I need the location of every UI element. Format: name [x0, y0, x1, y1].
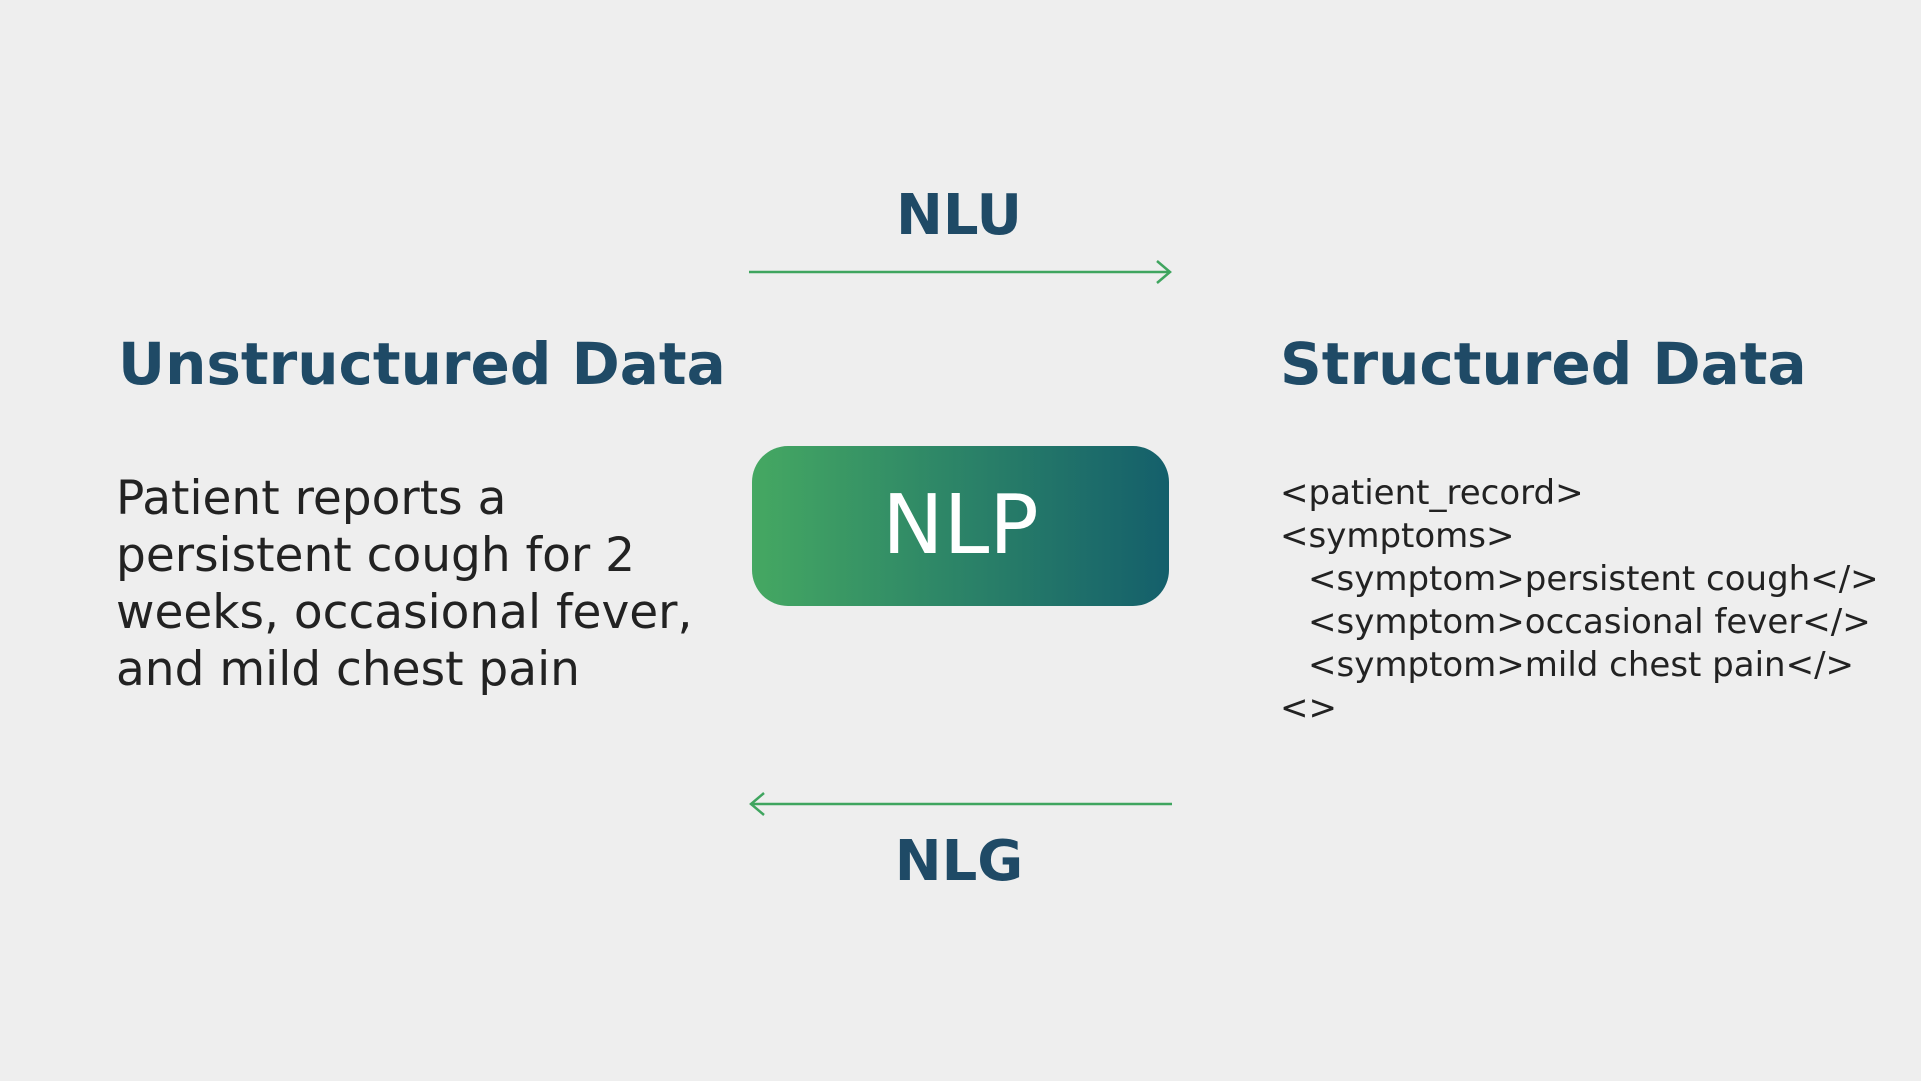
structured-code: <patient_record> <symptoms> <symptom>per…: [1280, 472, 1879, 730]
unstructured-line: persistent cough for 2: [116, 528, 636, 583]
unstructured-line: Patient reports a: [116, 471, 507, 526]
nlp-label: NLP: [882, 478, 1039, 573]
unstructured-line: and mild chest pain: [116, 642, 580, 697]
code-line: <symptom>persistent cough</>: [1308, 559, 1879, 599]
nlu-label: NLU: [895, 183, 1023, 248]
code-line: <symptom>occasional fever</>: [1308, 602, 1871, 642]
unstructured-line: weeks, occasional fever,: [116, 585, 693, 640]
nlg-label: NLG: [894, 829, 1024, 894]
code-line: <symptom>mild chest pain</>: [1308, 645, 1855, 685]
arrow-right-icon: [749, 260, 1172, 284]
code-line: <patient_record>: [1280, 473, 1584, 513]
code-line: <>: [1280, 688, 1337, 728]
nlp-box: NLP: [752, 446, 1169, 606]
arrow-left-icon: [749, 792, 1172, 816]
structured-data-heading: Structured Data: [1280, 330, 1807, 398]
unstructured-text: Patient reports a persistent cough for 2…: [116, 470, 692, 698]
unstructured-data-heading: Unstructured Data: [118, 330, 726, 398]
code-line: <symptoms>: [1280, 516, 1515, 556]
